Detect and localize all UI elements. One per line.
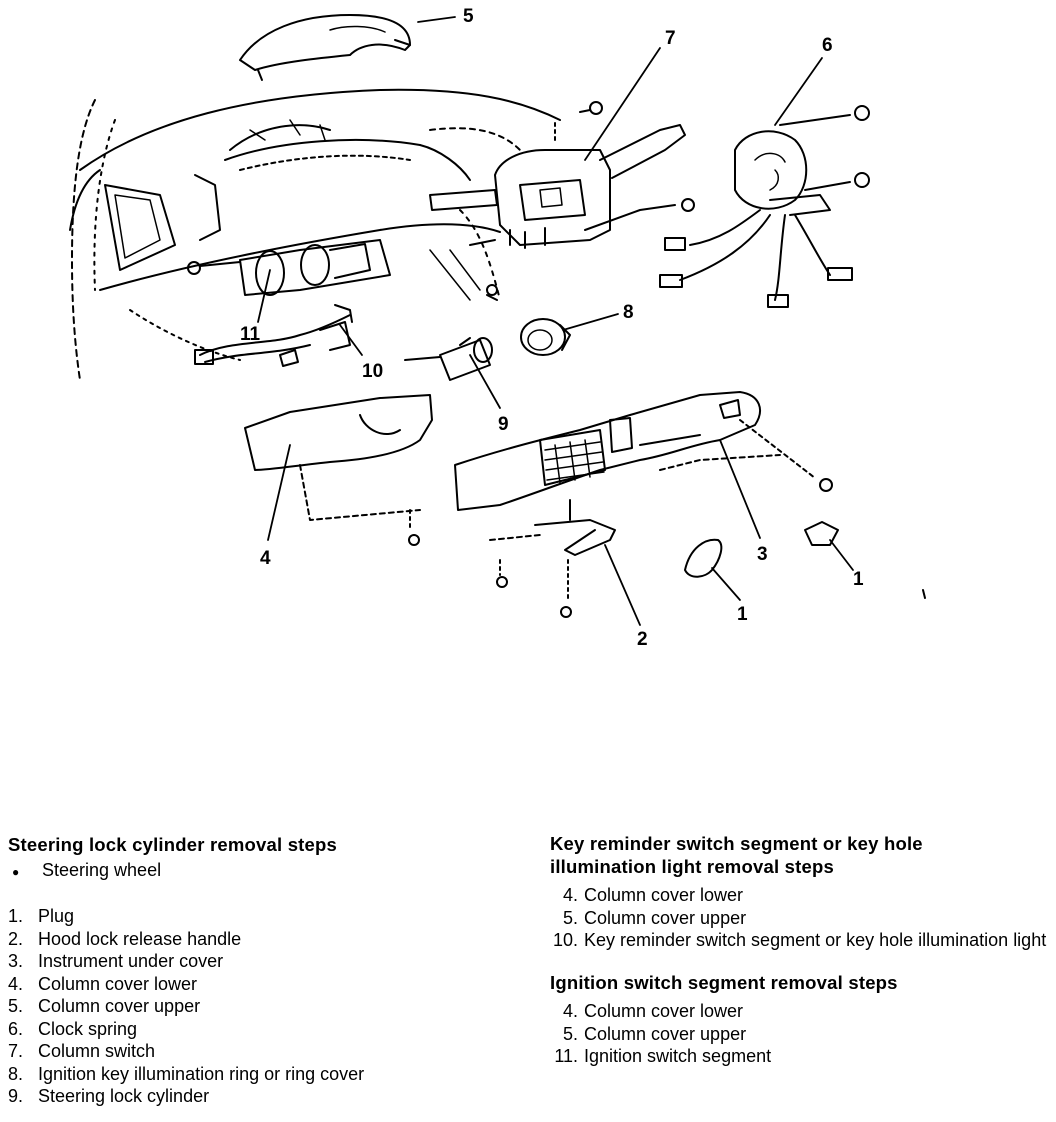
step-number: 2. [8,928,24,949]
step-number: 6. [8,1018,24,1039]
list-item: 2. Hood lock release handle [8,928,528,951]
instrument-under-cover-part [454,391,833,511]
list-item: 11. Ignition switch segment [550,1045,1050,1068]
list-item: 4. Column cover lower [550,1000,1050,1023]
list-item: 6. Clock spring [8,1018,528,1041]
callout-7: 7 [665,28,676,49]
spacer [8,883,528,905]
leader-lines [257,16,854,626]
step-text: Hood lock release handle [38,928,242,949]
ignition-switch-heading: Ignition switch segment removal steps [550,971,898,993]
wiring-harness [194,304,353,367]
step-number: 7. [8,1041,24,1061]
list-item: 5. Column cover upper [550,1023,1050,1046]
step-number: 5. [562,907,578,928]
step-text: Column cover upper [38,996,201,1016]
list-item: 5. Column cover upper [550,907,1050,930]
screws [486,284,926,599]
step-text: Column cover upper [584,907,747,928]
dashboard-outline [69,88,561,381]
step-text: Steering lock cylinder [38,1086,210,1106]
step-text: Plug [38,906,75,926]
list-item: 10. Key reminder switch segment or key ho… [550,929,1050,952]
list-item: 8. Ignition key illumination ring or ring… [8,1063,528,1086]
list-item: 7. Column switch [8,1040,528,1063]
steering-wheel-bullet-item: ● Steering wheel [8,859,528,884]
bullet-item-text: Steering wheel [42,859,162,880]
step-text: Column switch [38,1041,156,1061]
step-text: Column cover lower [584,885,744,905]
step-number: 11. [554,1046,578,1066]
step-number: 9. [8,1086,24,1106]
steering-column-body [187,239,391,296]
step-number: 8. [8,1063,24,1084]
step-text: Ignition switch segment [584,1046,772,1066]
callout-4: 4 [260,548,271,569]
step-number: 4. [562,1001,578,1021]
callout-2: 2 [637,629,648,650]
plug-part [684,521,839,578]
step-number: 10. [552,930,578,950]
callout-11: 11 [240,324,261,345]
spacer [550,952,1050,972]
hood-lock-release-handle-part [489,499,616,618]
column-cover-upper-part [239,14,411,81]
bullet-icon: ● [12,864,20,879]
steering-lock-removal-steps: Steering lock cylinder removal steps ● S… [8,834,528,1108]
step-number: 5. [8,996,24,1016]
step-text: Column cover lower [584,1001,744,1021]
list-item: 1. Plug [8,905,528,928]
list-item: 3. Instrument under cover [8,950,528,973]
step-text: Column cover upper [584,1023,747,1044]
callout-5: 5 [463,6,474,27]
callout-6: 6 [822,35,833,56]
list-item: 4. Column cover lower [8,973,528,996]
callout-1a: 1 [737,604,748,625]
step-number: 4. [8,973,24,994]
step-text: Ignition key illumination ring or ring c… [38,1063,365,1084]
steering-lock-heading: Steering lock cylinder removal steps [8,834,338,855]
illumination-ring-part [520,318,571,356]
callout-8: 8 [623,302,634,323]
step-number: 1. [8,906,24,926]
right-column-steps: Key reminder switch segment or key hole … [550,833,1050,1068]
step-text: Instrument under cover [38,951,224,971]
step-text: Column cover lower [38,973,198,994]
step-text: Key reminder switch segment or key hole … [584,930,1047,950]
step-number: 5. [562,1023,578,1044]
callout-3: 3 [757,544,768,565]
steering-lock-cylinder-part [404,337,493,381]
step-text: Clock spring [38,1018,138,1039]
step-number: 3. [8,951,24,971]
key-reminder-heading: Key reminder switch segment or key hole … [550,833,923,877]
clock-spring-part [659,105,870,308]
column-switch-part [429,101,695,249]
callout-1b: 1 [853,569,864,590]
list-item: 5. Column cover upper [8,995,528,1018]
list-item: 9. Steering lock cylinder [8,1085,528,1108]
exploded-view-diagram [69,14,926,626]
step-number: 4. [562,885,578,905]
callout-9: 9 [498,414,509,435]
list-item: 4. Column cover lower [550,884,1050,907]
callout-10: 10 [362,361,384,382]
column-cover-lower-part [244,394,433,546]
